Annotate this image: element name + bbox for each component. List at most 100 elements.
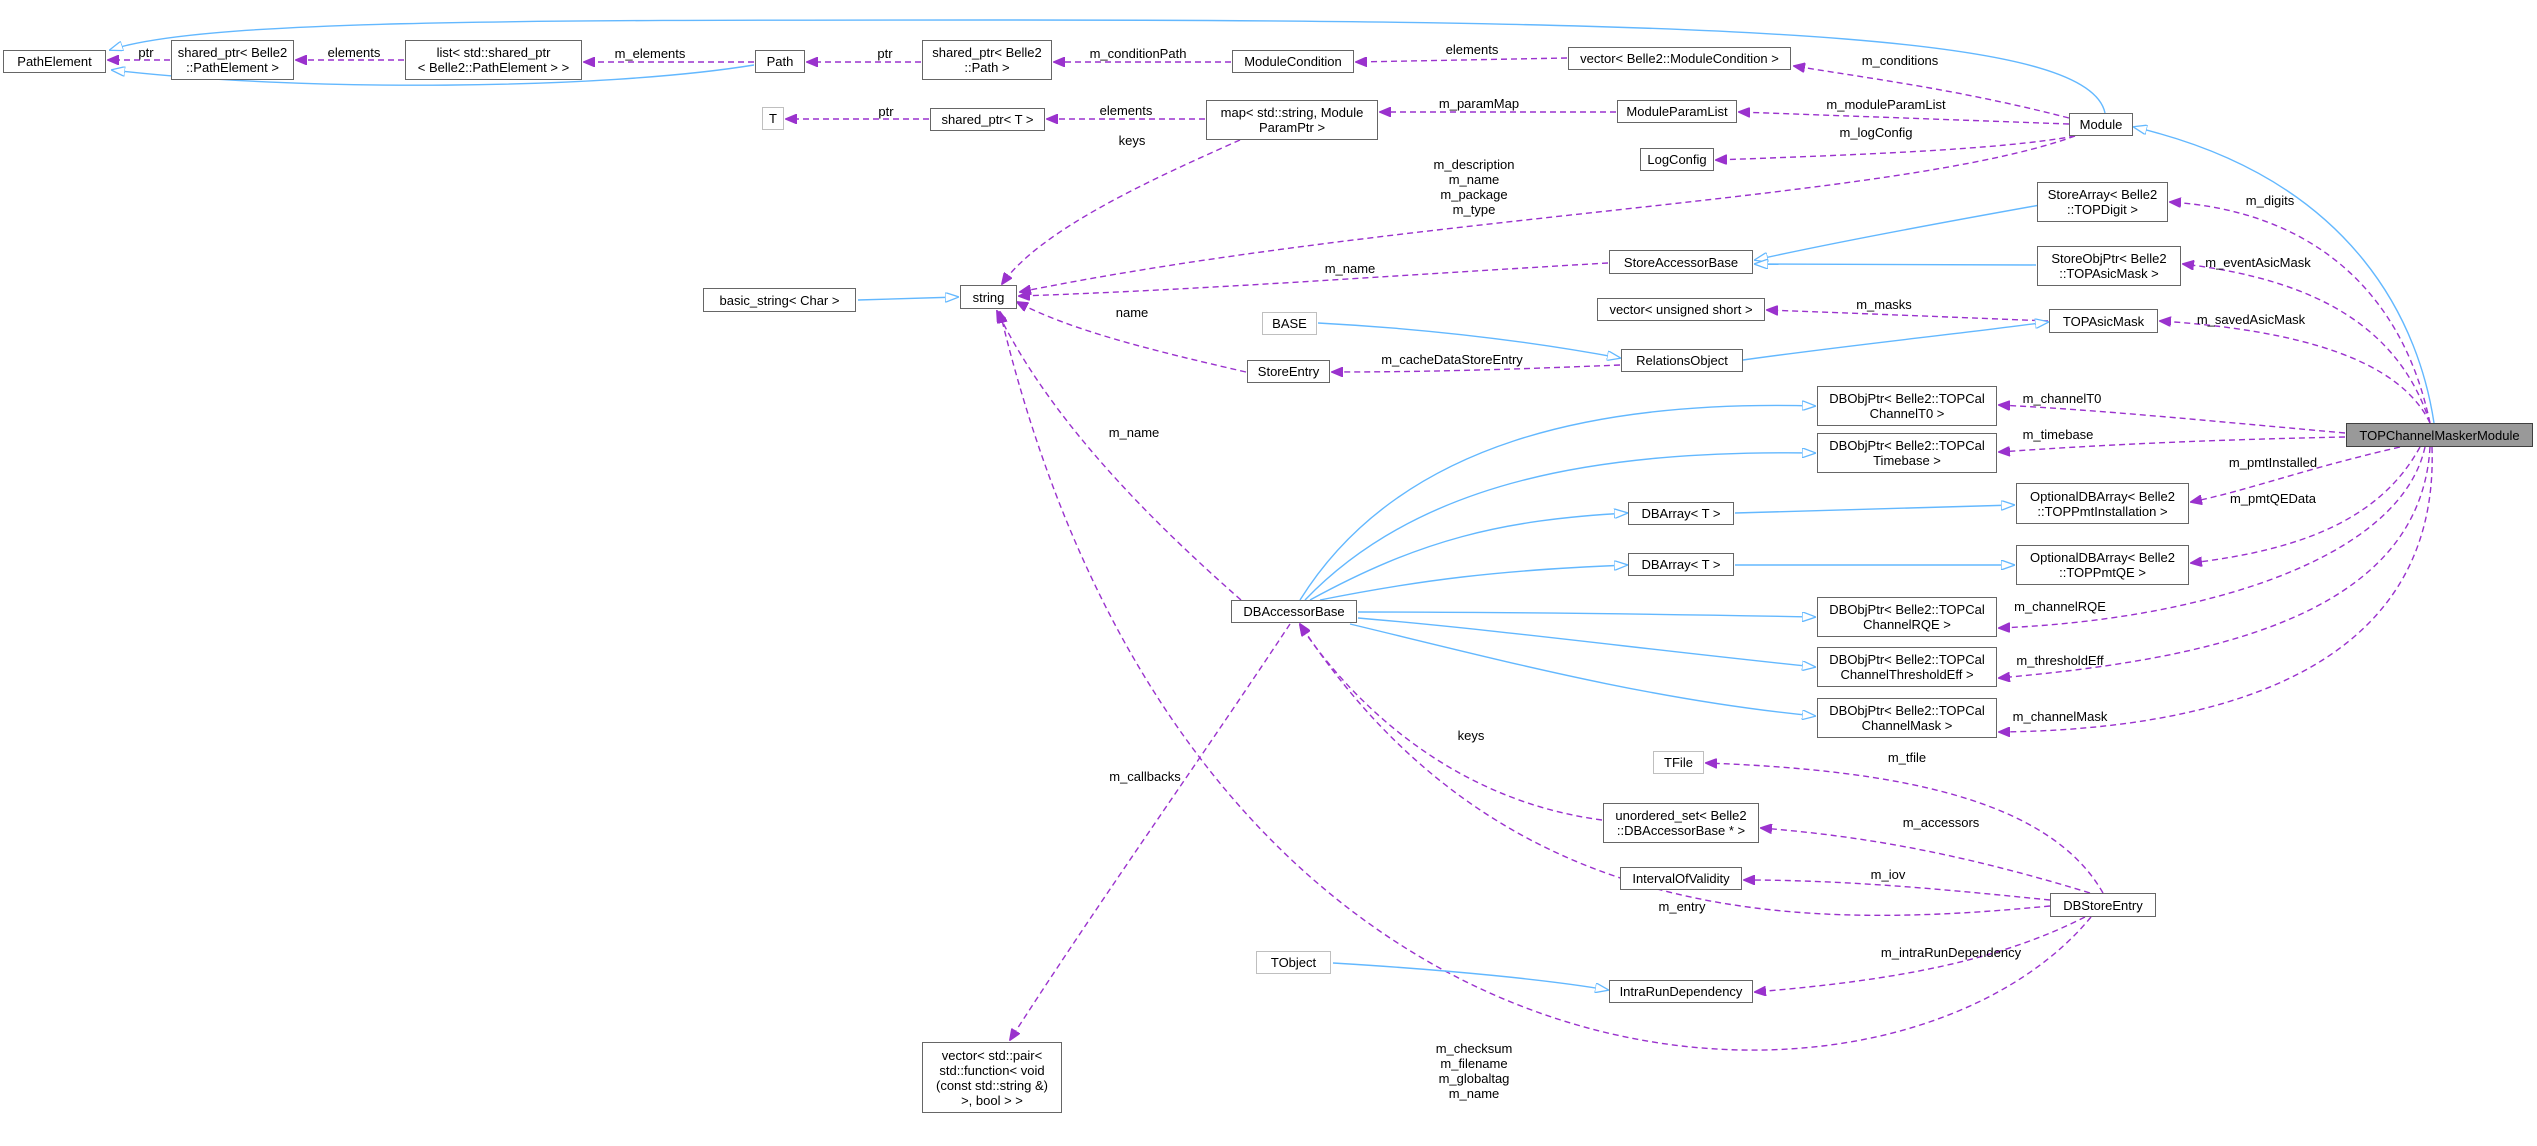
edge-label: ptr — [878, 104, 894, 119]
node-label-line: (const std::string &) — [936, 1077, 1048, 1093]
usage-edge — [1332, 364, 1621, 372]
node-tfile[interactable]: TFile — [1653, 751, 1704, 774]
node-string[interactable]: string — [960, 285, 1017, 309]
usage-edge — [1794, 66, 2070, 119]
edge-label: m_name — [1449, 172, 1500, 187]
node-topasic-mask[interactable]: TOPAsicMask — [2049, 309, 2158, 333]
node-label-line: DBAccessorBase — [1243, 604, 1345, 619]
inheritance-edge — [1332, 962, 1608, 990]
node-label-line: vector< std::pair< — [941, 1047, 1043, 1063]
usage-edge — [1755, 916, 2086, 992]
node-vector-pair-function[interactable]: vector< std::pair< std::function< void(c… — [922, 1042, 1062, 1113]
inheritance-edge — [1309, 513, 1627, 601]
node-label-line: shared_ptr< T > — [941, 112, 1034, 127]
node-list-shared-ptr[interactable]: list< std::shared_ptr< Belle2::PathEleme… — [405, 40, 582, 80]
node-optional-dbarray-pmt-qe[interactable]: OptionalDBArray< Belle2::TOPPmtQE > — [2016, 545, 2189, 585]
node-path-element[interactable]: PathElement — [3, 50, 106, 73]
node-label-line: DBStoreEntry — [2063, 897, 2143, 913]
node-log-config[interactable]: LogConfig — [1640, 148, 1714, 171]
edge-label: m_channelRQE — [2014, 599, 2106, 614]
node-label-line: DBArray< T > — [1641, 557, 1721, 572]
usage-edge — [1999, 405, 2346, 434]
node-vector-unsigned-short[interactable]: vector< unsigned short > — [1597, 298, 1765, 321]
node-optional-dbarray-pmt-installation[interactable]: OptionalDBArray< Belle2::TOPPmtInstallat… — [2016, 483, 2189, 524]
node-label-line: Timebase > — [1873, 453, 1941, 468]
usage-edge — [2160, 321, 2431, 424]
edge-label: m_conditionPath — [1090, 46, 1187, 61]
node-label-line: Path — [766, 54, 794, 69]
node-intra-run-dependency[interactable]: IntraRunDependency — [1609, 980, 1753, 1003]
edge-label: m_channelMask — [2013, 709, 2108, 724]
node-path[interactable]: Path — [755, 50, 805, 73]
edge-label: m_description — [1434, 157, 1515, 172]
inheritance-edge — [1734, 505, 2014, 514]
node-store-array-topdigit[interactable]: StoreArray< Belle2::TOPDigit > — [2037, 182, 2168, 222]
node-dbaccessor-base[interactable]: DBAccessorBase — [1231, 600, 1357, 623]
node-store-obj-ptr-topasic-mask[interactable]: StoreObjPtr< Belle2::TOPAsicMask > — [2037, 246, 2181, 286]
node-topchannel-masker-module[interactable]: TOPChannelMaskerModule — [2346, 423, 2533, 447]
node-label-line: ::Path > — [964, 60, 1010, 75]
node-label-line: TOPAsicMask — [2062, 313, 2145, 329]
node-store-accessor-base[interactable]: StoreAccessorBase — [1609, 250, 1753, 274]
node-label-line: ::DBAccessorBase * > — [1616, 823, 1746, 838]
node-basic-string[interactable]: basic_string< Char > — [703, 288, 856, 312]
node-module[interactable]: Module — [2069, 113, 2133, 136]
usage-edge — [2191, 446, 2421, 563]
node-interval-of-validity[interactable]: IntervalOfValidity — [1620, 867, 1742, 890]
node-dbstore-entry[interactable]: DBStoreEntry — [2050, 893, 2156, 917]
node-module-condition[interactable]: ModuleCondition — [1232, 50, 1354, 73]
node-shared-ptr-path-element[interactable]: shared_ptr< Belle2::PathElement > — [171, 40, 294, 80]
node-unordered-set-dbaccessor-base[interactable]: unordered_set< Belle2::DBAccessorBase * … — [1603, 803, 1759, 843]
node-label-line: ChannelRQE > — [1863, 617, 1951, 632]
edge-label: m_eventAsicMask — [2205, 255, 2311, 270]
node-label-line: < Belle2::PathElement > > — [417, 60, 570, 75]
node-label-line: DBObjPtr< Belle2::TOPCal — [1829, 652, 1985, 667]
node-module-param-list[interactable]: ModuleParamList — [1617, 100, 1737, 123]
node-shared-ptr-path[interactable]: shared_ptr< Belle2::Path > — [922, 40, 1052, 80]
node-label-line: ::PathElement > — [186, 60, 279, 75]
edge-label: elements — [328, 45, 381, 60]
node-tobject[interactable]: TObject — [1256, 951, 1331, 974]
node-label-line: DBObjPtr< Belle2::TOPCal — [1829, 438, 1985, 453]
node-label-line: ChannelThresholdEff > — [1840, 667, 1974, 682]
node-label-line: ParamPtr > — [1258, 120, 1326, 135]
usage-edge — [1356, 58, 1568, 62]
node-label-line: IntraRunDependency — [1619, 984, 1743, 999]
node-label-line: basic_string< Char > — [719, 292, 840, 308]
inheritance-edge — [1755, 204, 2041, 260]
node-vector-module-condition[interactable]: vector< Belle2::ModuleCondition > — [1568, 47, 1791, 70]
edge-label: m_name — [1325, 261, 1376, 276]
node-shared-ptr-t[interactable]: shared_ptr< T > — [930, 108, 1045, 131]
node-label-line: OptionalDBArray< Belle2 — [2030, 488, 2175, 504]
edge-label: m_entry — [1659, 899, 1706, 914]
node-relations-object[interactable]: RelationsObject — [1621, 349, 1743, 372]
edge-label: m_name — [1449, 1086, 1500, 1101]
node-t[interactable]: T — [762, 107, 784, 130]
edge-label: keys — [1119, 133, 1146, 148]
node-store-entry[interactable]: StoreEntry — [1247, 360, 1330, 383]
node-dbarray-t-2[interactable]: DBArray< T > — [1628, 553, 1734, 576]
edge-label: m_masks — [1856, 297, 1912, 312]
usage-edge — [1999, 436, 2346, 452]
node-dbarray-t-1[interactable]: DBArray< T > — [1628, 502, 1734, 525]
inheritance-edge — [857, 297, 958, 300]
inheritance-edge — [1349, 623, 1815, 716]
edge-label: m_paramMap — [1439, 96, 1519, 111]
usage-edge — [1002, 139, 1241, 284]
node-base[interactable]: BASE — [1262, 312, 1317, 335]
usage-edge — [2183, 264, 2431, 424]
node-label-line: shared_ptr< Belle2 — [932, 45, 1042, 60]
edge-label: m_package — [1440, 187, 1507, 202]
node-label-line: BASE — [1272, 316, 1307, 331]
inheritance-edge — [1357, 617, 1815, 667]
node-label-line: ::TOPAsicMask > — [2059, 266, 2159, 281]
edge-label: m_savedAsicMask — [2197, 312, 2306, 327]
node-label-line: vector< Belle2::ModuleCondition > — [1580, 51, 1779, 66]
edge-label: m_iov — [1871, 867, 1906, 882]
